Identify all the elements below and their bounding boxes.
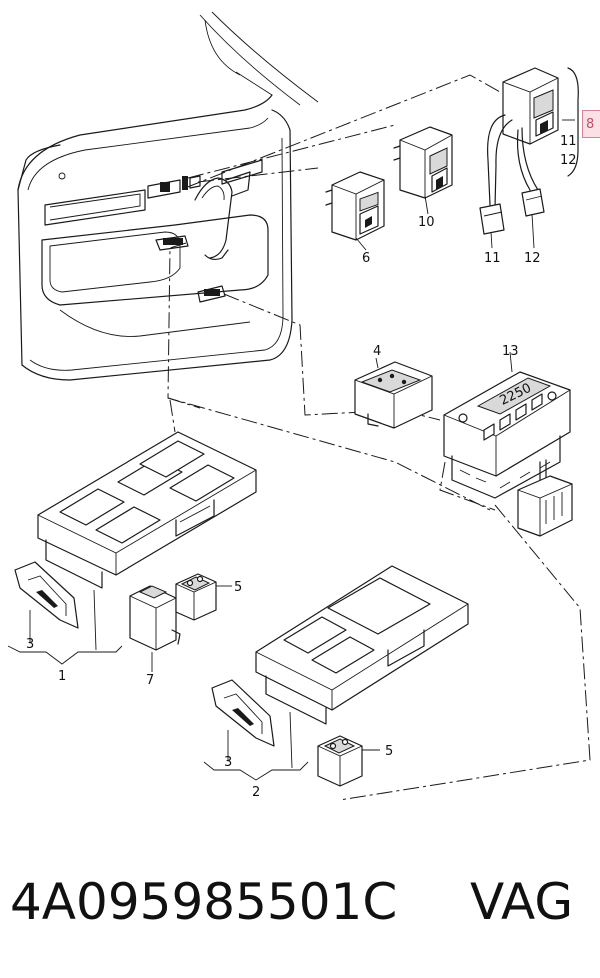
callout-4: 4: [373, 344, 381, 359]
reference-tag[interactable]: 8: [582, 110, 600, 138]
part-number: 4A095985501C: [10, 873, 398, 931]
trim-piece-3b: [211, 679, 275, 747]
callout-1: 1: [58, 669, 66, 684]
callout-7: 7: [146, 673, 154, 688]
callout-leaders: [7, 119, 575, 781]
door-panel: [17, 11, 319, 381]
trim-piece-3a: [14, 561, 79, 629]
switch-5a: [175, 573, 217, 621]
callout-3-right: 3: [224, 755, 232, 770]
callout-11-upper: 11: [560, 134, 577, 149]
callout-labels: 6 10 11 12 11 12 4 13 5 3 1 7 5 3 2: [26, 134, 577, 800]
callout-12-lower: 12: [524, 251, 541, 266]
callout-13: 13: [502, 344, 519, 359]
brand-label: VAG: [470, 873, 574, 931]
switch-5b: [317, 735, 363, 787]
callout-2: 2: [252, 785, 260, 800]
callout-12-upper: 12: [560, 153, 577, 168]
control-module-4: [354, 361, 433, 429]
callout-6: 6: [362, 251, 370, 266]
switch-bezel-1: [37, 431, 257, 589]
callout-11-lower: 11: [484, 251, 501, 266]
callout-5-lower: 5: [385, 744, 393, 759]
switch-7: [129, 585, 181, 651]
switch-bezel-2: [255, 565, 469, 725]
callout-5-upper: 5: [234, 580, 242, 595]
exploded-parts-diagram: 2250: [7, 11, 591, 801]
display-unit-13: 2250: [443, 371, 573, 537]
top-switch-group: [325, 67, 579, 241]
callout-3-left: 3: [26, 637, 34, 652]
callout-10: 10: [418, 215, 435, 230]
